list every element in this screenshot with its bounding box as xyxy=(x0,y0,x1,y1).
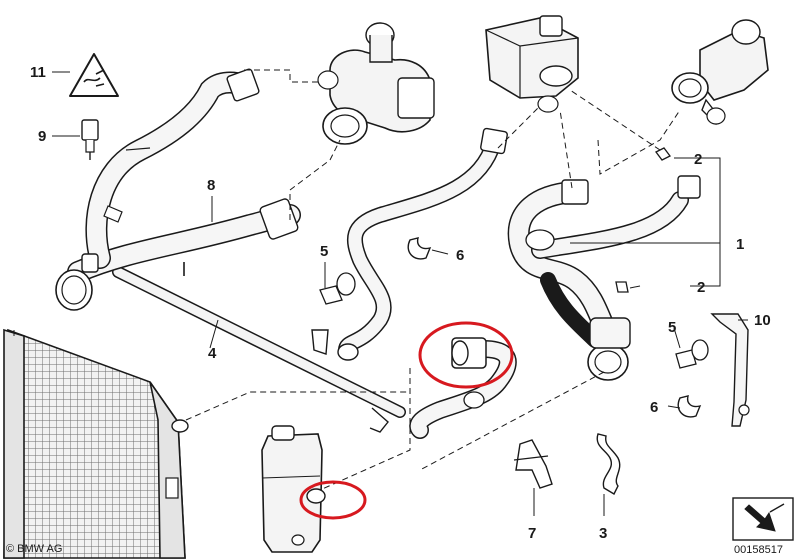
part-number-5-left: 5 xyxy=(320,243,328,260)
part-number-2-upper: 2 xyxy=(694,151,702,168)
direction-arrow-icon xyxy=(732,497,794,541)
highlight-circle-tank-outlet xyxy=(299,480,367,520)
highlight-marks xyxy=(299,321,514,520)
highlight-circle-hose-connector xyxy=(418,321,514,389)
hose-assembly xyxy=(507,175,701,381)
clip-part-3 xyxy=(596,433,621,495)
warning-symbol-11 xyxy=(69,53,119,97)
part-labels: 1 2 2 3 4 5 5 6 6 7 8 9 10 11 xyxy=(30,64,771,542)
part-number-1: 1 xyxy=(736,236,744,253)
bracket-part-10 xyxy=(710,313,750,427)
part-number-5-right: 5 xyxy=(668,319,676,336)
upper-radiator-hose xyxy=(55,68,301,311)
clamp-part-5b xyxy=(675,339,709,369)
part-number-2-lower: 2 xyxy=(697,279,705,296)
screw-part-2a xyxy=(655,147,671,161)
bypass-hose xyxy=(337,127,508,361)
radiator xyxy=(3,328,189,559)
engine-bracket xyxy=(485,15,579,113)
part-number-11: 11 xyxy=(30,64,46,81)
clip-part-7 xyxy=(513,439,553,489)
part-number-6-left: 6 xyxy=(456,247,464,264)
part-number-4: 4 xyxy=(208,345,217,362)
clamp-part-6a xyxy=(407,237,432,260)
part-number-8: 8 xyxy=(207,177,215,194)
clamp-part-5a xyxy=(319,272,356,305)
lower-hose xyxy=(409,337,517,439)
part-number-10: 10 xyxy=(754,312,771,329)
thermostat-housing xyxy=(317,22,435,145)
part-number-7: 7 xyxy=(528,525,536,542)
leader-lines xyxy=(13,69,748,516)
temperature-sensor-9 xyxy=(81,119,99,160)
expansion-tank xyxy=(261,425,326,553)
part-number-9: 9 xyxy=(38,128,46,145)
diagram-id: 00158517 xyxy=(734,544,783,556)
part-number-3: 3 xyxy=(599,525,607,542)
clamp-part-6b xyxy=(677,395,702,418)
coolant-pipe-bar xyxy=(112,262,406,433)
footer: © BMW AG 00158517 xyxy=(6,497,794,556)
part-number-6-right: 6 xyxy=(650,399,658,416)
brand-copyright: © BMW AG xyxy=(6,543,62,555)
water-pump xyxy=(671,19,769,126)
screw-part-2b xyxy=(615,281,629,293)
